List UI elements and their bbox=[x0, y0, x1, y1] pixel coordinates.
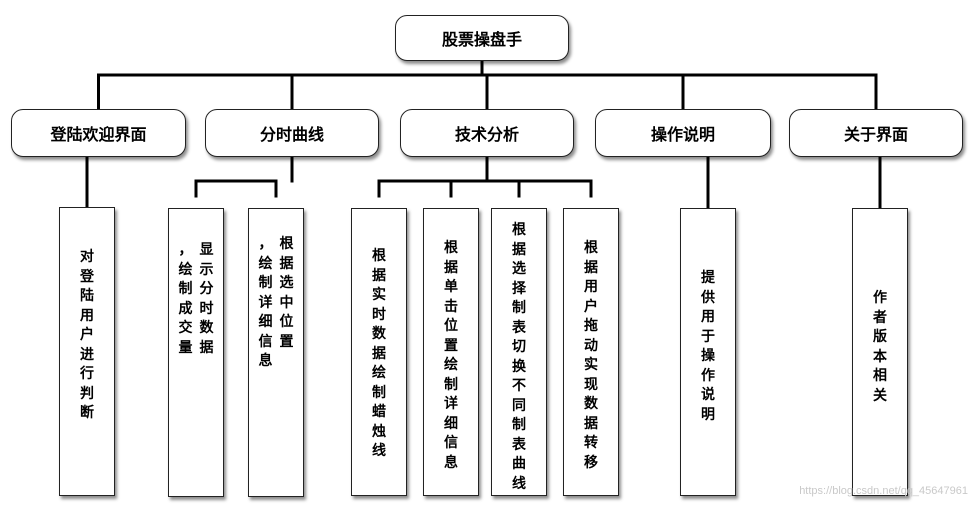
category-technical-analysis: 技术分析 bbox=[400, 109, 574, 157]
vertical-text: 对登陆用户进行判断 bbox=[80, 249, 94, 421]
leaf-show-time-share-data: 显示分时数据 ，绘制成交量 bbox=[168, 208, 224, 497]
leaf-login-check: 对登陆用户进行判断 bbox=[59, 207, 115, 496]
leaf-realtime-candlestick: 根据实时数据绘制蜡烛线 bbox=[351, 208, 407, 496]
category-time-share-curve: 分时曲线 bbox=[205, 109, 379, 157]
root-label: 股票操盘手 bbox=[441, 30, 522, 49]
vertical-text: 显示分时数据 bbox=[199, 242, 214, 356]
vertical-text: 根据用户拖动实现数据转移 bbox=[584, 240, 598, 471]
vertical-text: ，绘制详细信息 bbox=[258, 236, 273, 369]
category-operation-guide: 操作说明 bbox=[595, 109, 771, 157]
category-label: 关于界面 bbox=[843, 125, 908, 144]
leaf-click-position-detail: 根据单击位置绘制详细信息 bbox=[423, 208, 479, 496]
category-login-welcome: 登陆欢迎界面 bbox=[11, 109, 186, 157]
vertical-text: 根据选中位置 bbox=[279, 236, 294, 350]
watermark: https://blog.csdn.net/qq_45647961 bbox=[799, 485, 968, 497]
category-label: 技术分析 bbox=[454, 125, 519, 144]
leaf-author-version: 作者版本相关 bbox=[852, 208, 908, 496]
category-label: 分时曲线 bbox=[259, 125, 324, 144]
vertical-text: 根据单击位置绘制详细信息 bbox=[444, 240, 458, 471]
category-label: 登陆欢迎界面 bbox=[50, 125, 147, 144]
vertical-text: ，绘制成交量 bbox=[178, 242, 193, 356]
leaf-selected-position-detail: 根据选中位置 ，绘制详细信息 bbox=[248, 208, 304, 497]
category-about: 关于界面 bbox=[789, 109, 963, 157]
vertical-text: 提供用于操作说明 bbox=[701, 270, 715, 423]
leaf-switch-chart-curve: 根据选择制表切换不同制表曲线 bbox=[491, 208, 547, 496]
leaf-operation-instructions: 提供用于操作说明 bbox=[680, 208, 736, 496]
vertical-text: 根据选择制表切换不同制表曲线 bbox=[512, 222, 526, 492]
leaf-drag-data-transfer: 根据用户拖动实现数据转移 bbox=[563, 208, 619, 496]
category-label: 操作说明 bbox=[650, 125, 715, 144]
vertical-text: 根据实时数据绘制蜡烛线 bbox=[372, 248, 386, 459]
root-node: 股票操盘手 bbox=[395, 15, 569, 61]
vertical-text: 作者版本相关 bbox=[873, 290, 887, 404]
